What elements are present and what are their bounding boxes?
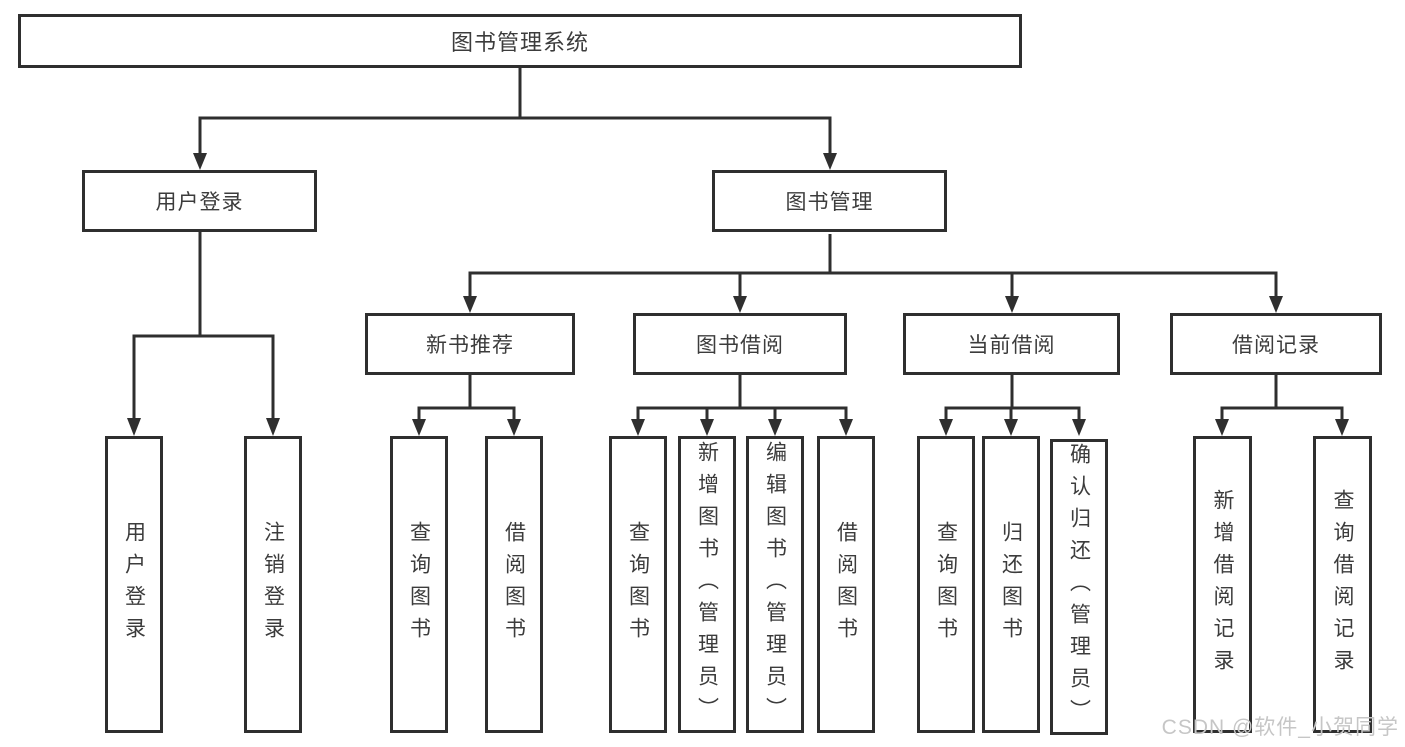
node-label: 编辑图书（管理员） <box>763 440 787 729</box>
node-label: 用户登录 <box>122 520 146 649</box>
node-label: 借阅记录 <box>1232 334 1320 357</box>
node-label: 查询借阅记录 <box>1331 488 1354 681</box>
node-label: 查询图书 <box>407 520 431 649</box>
node-label: 查询图书 <box>934 520 958 649</box>
node-label: 新增图书（管理员） <box>695 440 719 729</box>
node-label: 新书推荐 <box>426 334 514 357</box>
node-query-books-current: 查询图书 <box>917 436 975 733</box>
node-label: 新增借阅记录 <box>1211 488 1234 681</box>
node-label: 当前借阅 <box>967 334 1056 357</box>
node-borrowing-records: 借阅记录 <box>1170 313 1382 375</box>
node-label: 图书借阅 <box>696 334 784 357</box>
node-borrow-books-borrowing: 借阅图书 <box>817 436 875 733</box>
node-book-borrowing: 图书借阅 <box>633 313 847 375</box>
node-add-books-admin: 新增图书（管理员） <box>678 436 736 733</box>
node-query-books-borrowing: 查询图书 <box>609 436 667 733</box>
node-label: 用户登录 <box>155 191 244 214</box>
node-library-management-system: 图书管理系统 <box>18 14 1022 68</box>
node-new-book-recommendation: 新书推荐 <box>365 313 575 375</box>
node-add-borrow-record: 新增借阅记录 <box>1193 436 1252 733</box>
node-label: 查询图书 <box>626 520 650 649</box>
node-label: 确认归还（管理员） <box>1067 443 1091 731</box>
node-query-borrow-record: 查询借阅记录 <box>1313 436 1372 733</box>
node-label: 图书管理系统 <box>450 30 589 55</box>
node-book-management: 图书管理 <box>712 170 947 232</box>
node-confirm-return-admin: 确认归还（管理员） <box>1050 439 1108 735</box>
node-edit-books-admin: 编辑图书（管理员） <box>746 436 804 733</box>
node-label: 图书管理 <box>785 191 874 214</box>
node-current-borrowing: 当前借阅 <box>903 313 1120 375</box>
node-label: 归还图书 <box>999 520 1023 649</box>
watermark-text: CSDN @软件_小贺同学 <box>1161 716 1399 739</box>
node-logout-leaf: 注销登录 <box>244 436 302 733</box>
node-borrow-books-recommend: 借阅图书 <box>485 436 543 733</box>
node-query-books-recommend: 查询图书 <box>390 436 448 733</box>
node-label: 借阅图书 <box>834 520 858 649</box>
node-return-books: 归还图书 <box>982 436 1040 733</box>
node-user-login: 用户登录 <box>82 170 317 232</box>
node-user-login-leaf: 用户登录 <box>105 436 163 733</box>
node-label: 注销登录 <box>261 520 285 649</box>
node-label: 借阅图书 <box>502 520 526 649</box>
